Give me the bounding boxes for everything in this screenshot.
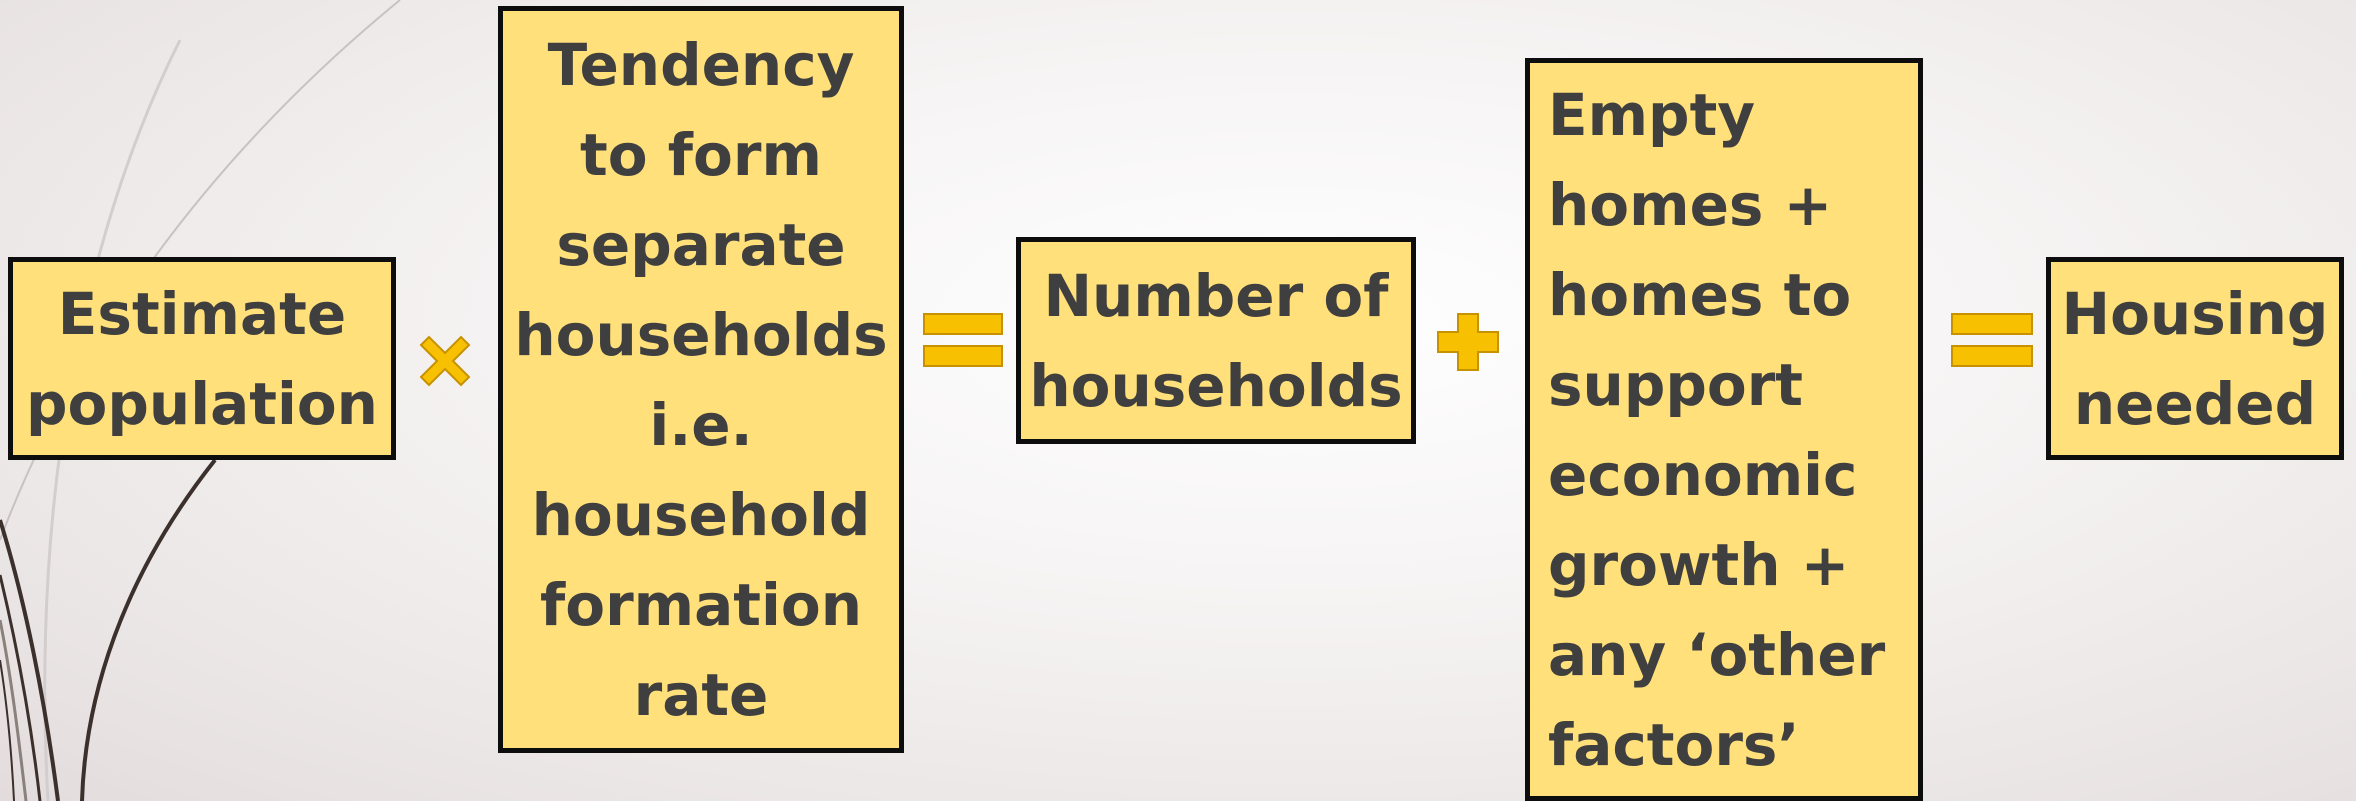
box-line: Number of: [1043, 261, 1389, 330]
box-line: Tendency: [547, 30, 855, 99]
box-line: household: [531, 480, 871, 549]
box-line: support: [1548, 350, 1804, 419]
box-line: any ‘other: [1548, 620, 1886, 689]
estimate-population-box: Estimate population: [8, 257, 396, 460]
box-line: needed: [2073, 369, 2317, 438]
box-line: households: [514, 300, 888, 369]
plus-icon: [1437, 313, 1499, 371]
box-line: to form: [580, 120, 822, 189]
box-line: rate: [633, 660, 769, 729]
multiply-icon: [419, 335, 471, 387]
box-line: Empty: [1548, 80, 1756, 149]
box-line: households: [1029, 351, 1403, 420]
box-line: economic: [1548, 440, 1858, 509]
household-formation-box: Tendency to form separate households i.e…: [498, 6, 904, 753]
box-line: formation: [539, 570, 862, 639]
number-of-households-box: Number of households: [1016, 237, 1416, 444]
empty-homes-box: Empty homes + homes to support economic …: [1525, 58, 1923, 801]
housing-needed-box: Housing needed: [2046, 257, 2344, 460]
box-line: population: [26, 369, 378, 438]
box-line: factors’: [1548, 710, 1800, 779]
box-line: growth +: [1548, 530, 1850, 599]
box-line: i.e.: [649, 390, 753, 459]
box-line: homes +: [1548, 170, 1833, 239]
box-line: homes to: [1548, 260, 1852, 329]
equals-icon: [1951, 313, 2033, 367]
box-line: Estimate: [57, 279, 347, 348]
box-line: separate: [556, 210, 846, 279]
box-line: Housing: [2061, 279, 2329, 348]
equals-icon: [923, 313, 1003, 367]
